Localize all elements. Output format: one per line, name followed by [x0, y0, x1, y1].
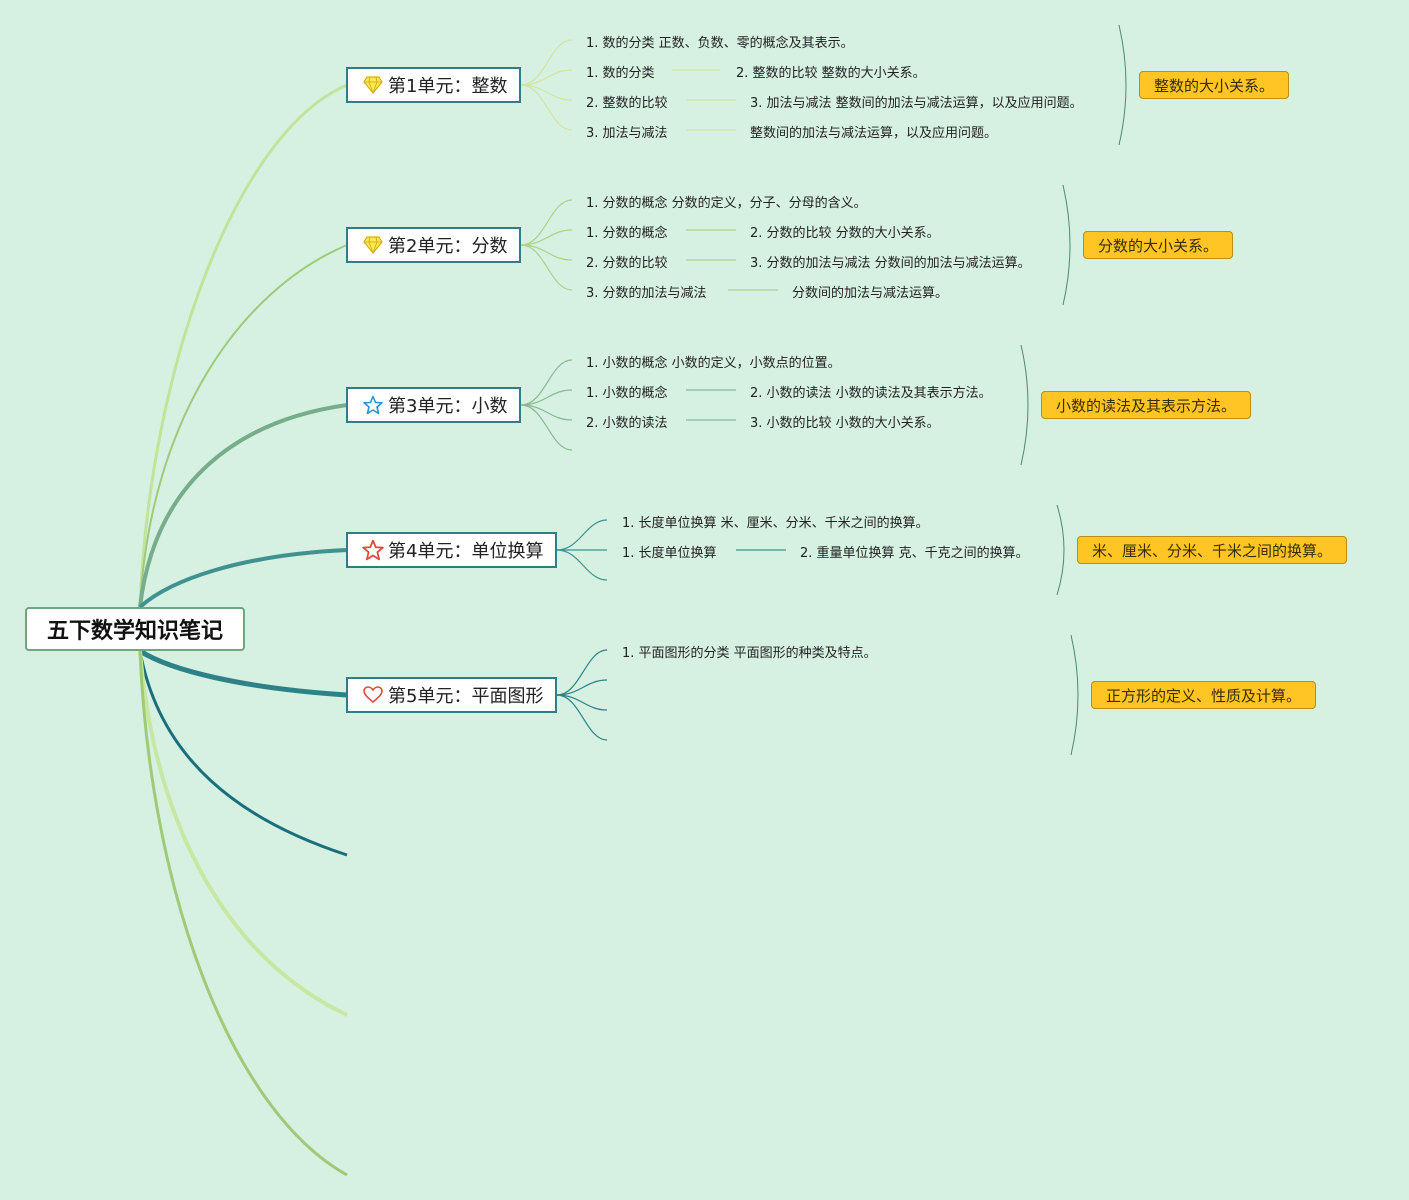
unit-1-line-4-right: 整数间的加法与减法运算，以及应用问题。	[750, 126, 998, 141]
unit-2-label: 第2单元：分数	[388, 236, 508, 257]
unit-1-line-3-right: 3. 加法与减法 整数间的加法与减法运算，以及应用问题。	[750, 96, 1083, 111]
unit-4-node[interactable]: 第4单元：单位换算	[346, 532, 558, 568]
unit-1-summary-tag[interactable]: 整数的大小关系。	[1139, 71, 1290, 99]
unit-2-line-2-right: 2. 分数的比较 分数的大小关系。	[750, 226, 940, 241]
unit-2-line-1: 1. 分数的概念 分数的定义，分子、分母的含义。	[586, 196, 867, 211]
unit-1-node[interactable]: 第1单元：整数	[346, 67, 522, 103]
unit-4-line-2-right: 2. 重量单位换算 克、千克之间的换算。	[800, 546, 1029, 561]
unit-4-label: 第4单元：单位换算	[388, 541, 544, 562]
unit-4-line-2-left: 1. 长度单位换算	[622, 546, 717, 561]
unit-5-node[interactable]: 第5单元：平面图形	[346, 677, 558, 713]
unit-3-line-1: 1. 小数的概念 小数的定义，小数点的位置。	[586, 356, 841, 371]
unit-3-node[interactable]: 第3单元：小数	[346, 387, 522, 423]
unit-3-summary-tag[interactable]: 小数的读法及其表示方法。	[1041, 391, 1252, 419]
unit-1-label: 第1单元：整数	[388, 76, 508, 97]
unit-1-line-4-left: 3. 加法与减法	[586, 126, 668, 141]
unit-3-line-3-right: 3. 小数的比较 小数的大小关系。	[750, 416, 940, 431]
diamond-icon	[362, 234, 384, 256]
star-icon	[362, 394, 384, 416]
star-icon	[362, 539, 384, 561]
unit-2-line-3-right: 3. 分数的加法与减法 分数间的加法与减法运算。	[750, 256, 1031, 271]
unit-2-line-4-right: 分数间的加法与减法运算。	[792, 286, 949, 301]
unit-5-line-1: 1. 平面图形的分类 平面图形的种类及特点。	[622, 646, 877, 661]
unit-3-line-3-left: 2. 小数的读法	[586, 416, 668, 431]
unit-2-line-3-left: 2. 分数的比较	[586, 256, 668, 271]
unit-4-line-1: 1. 长度单位换算 米、厘米、分米、千米之间的换算。	[622, 516, 929, 531]
unit-3-line-2-left: 1. 小数的概念	[586, 386, 668, 401]
unit-5-summary-tag[interactable]: 正方形的定义、性质及计算。	[1091, 681, 1317, 709]
unit-2-node[interactable]: 第2单元：分数	[346, 227, 522, 263]
unit-3-line-2-right: 2. 小数的读法 小数的读法及其表示方法。	[750, 386, 992, 401]
heart-icon	[362, 684, 384, 706]
root-node[interactable]: 五下数学知识笔记	[25, 607, 245, 651]
unit-1-line-2-right: 2. 整数的比较 整数的大小关系。	[736, 66, 926, 81]
unit-1-line-1: 1. 数的分类 正数、负数、零的概念及其表示。	[586, 36, 854, 51]
unit-1-line-3-left: 2. 整数的比较	[586, 96, 668, 111]
unit-1-line-2-left: 1. 数的分类	[586, 66, 655, 81]
diamond-icon	[362, 74, 384, 96]
unit-2-summary-tag[interactable]: 分数的大小关系。	[1083, 231, 1234, 259]
unit-2-line-2-left: 1. 分数的概念	[586, 226, 668, 241]
unit-5-label: 第5单元：平面图形	[388, 686, 544, 707]
unit-2-line-4-left: 3. 分数的加法与减法	[586, 286, 707, 301]
unit-3-label: 第3单元：小数	[388, 396, 508, 417]
unit-4-summary-tag[interactable]: 米、厘米、分米、千米之间的换算。	[1077, 536, 1348, 564]
